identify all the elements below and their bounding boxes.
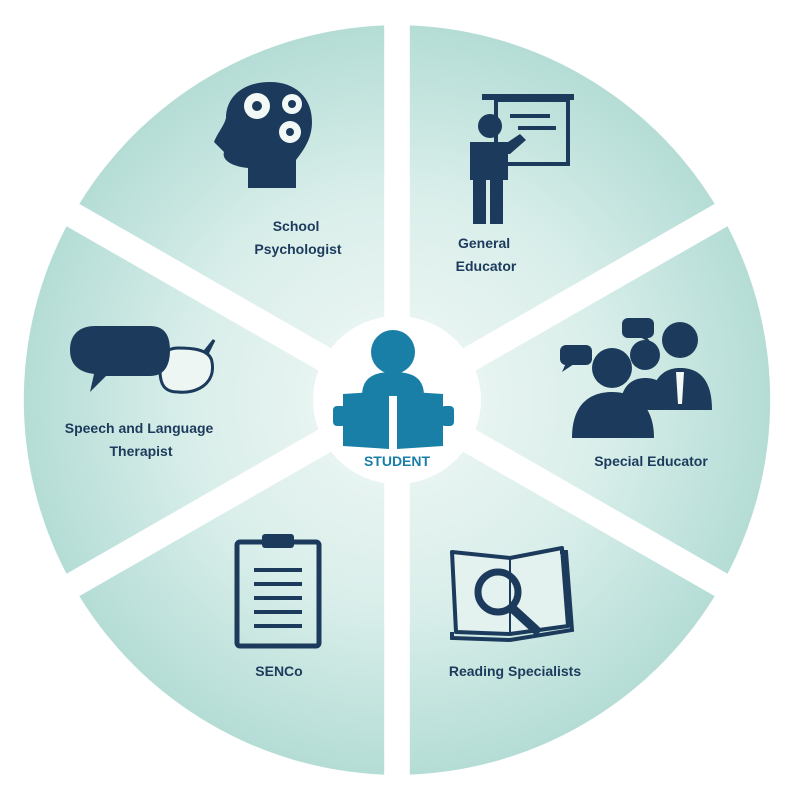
segment-speech-language-therapist bbox=[23, 226, 327, 574]
clipboard-icon bbox=[234, 534, 322, 649]
teacher-whiteboard-icon bbox=[470, 94, 574, 224]
book-magnifier-icon bbox=[450, 546, 575, 643]
segment-general-educator bbox=[409, 25, 715, 354]
speech-bubbles-icon bbox=[70, 326, 216, 394]
segment-senco bbox=[79, 446, 385, 775]
center-label: STUDENT bbox=[364, 453, 431, 469]
people-discussion-icon bbox=[560, 318, 712, 438]
label-senco: SENCo bbox=[255, 663, 302, 679]
label-special-educator: Special Educator bbox=[594, 453, 708, 469]
label-speech-language-therapist: Speech and Language Therapist bbox=[65, 420, 217, 459]
label-reading-specialists: Reading Specialists bbox=[449, 663, 581, 679]
label-general-educator: General Educator bbox=[456, 235, 517, 274]
head-gears-icon bbox=[214, 82, 312, 188]
label-school-psychologist: School Psychologist bbox=[254, 218, 341, 257]
student-reading-icon bbox=[333, 330, 454, 449]
